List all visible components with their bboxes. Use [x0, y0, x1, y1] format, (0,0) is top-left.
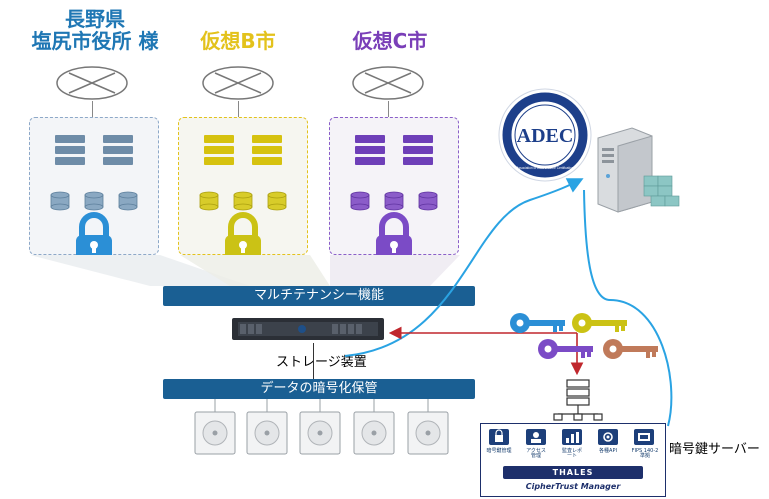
database-icon [350, 191, 438, 211]
lock-icon [225, 212, 261, 255]
router-link-line [238, 101, 239, 117]
router-link-line [92, 101, 93, 117]
key-server-label: 暗号鍵サーバー [669, 442, 760, 457]
adec-logo-ring-text: Association of Data Erasure Certificatio… [516, 166, 573, 170]
data-stack-icon [643, 175, 680, 207]
tenant-title-b: 仮想B市 [178, 30, 298, 52]
tenant-title-line1: 仮想C市 [352, 29, 428, 53]
adec-logo-text: ADEC [517, 125, 574, 147]
connector-curve [344, 178, 584, 357]
icon-caption-access-management: アクセス管理 [526, 448, 546, 459]
lock-icon [376, 212, 412, 255]
database-icon [50, 191, 138, 211]
tenant-title-line1: 仮想B市 [200, 29, 276, 53]
key-management-icon [489, 429, 509, 445]
tenant-box-shiojiri [29, 117, 159, 255]
adec-logo: ADEC Association of Data Erasure Certifi… [498, 88, 592, 182]
key-icon-blue [510, 313, 565, 333]
icon-caption-audit-report: 監査レポート [561, 448, 582, 459]
tower-server-icon [597, 127, 680, 213]
tenant-box-b [178, 117, 308, 255]
lock-icon [76, 212, 112, 255]
tenant-b-resources [199, 135, 287, 255]
storage-device-label: ストレージ装置 [276, 355, 367, 370]
tenant-c-resources [350, 135, 438, 255]
router-icon [56, 66, 128, 100]
ciphertrust-product-name: CipherTrust Manager [525, 482, 621, 491]
router-icon [202, 66, 274, 100]
key-icon-purple [538, 339, 593, 359]
server-icon [355, 135, 433, 165]
fips-compliance-icon [634, 429, 654, 445]
access-management-icon [526, 429, 546, 445]
api-icon [598, 429, 618, 445]
icon-caption-fips: FIPS 140-2準拠 [631, 448, 659, 459]
router-link-line [388, 101, 389, 117]
server-icon [55, 135, 133, 165]
tenant-title-shiojiri: 長野県 塩尻市役所 様 [10, 8, 180, 52]
ciphertrust-panel: 暗号鍵管理 アクセス管理 監査レポート 各種API FIPS 140-2準拠 T… [480, 423, 666, 497]
ciphertrust-icon-row: 暗号鍵管理 アクセス管理 監査レポート 各種API FIPS 140-2準拠 [481, 428, 665, 462]
icon-caption-api: 各種API [599, 448, 617, 454]
tenant-title-line2: 塩尻市役所 様 [31, 29, 159, 53]
tenant-title-line1: 長野県 [65, 7, 125, 31]
tenant-a-resources [50, 135, 138, 255]
key-icon-yellow [572, 313, 627, 333]
server-network-icon [553, 379, 603, 421]
thales-appliance: THALES [503, 466, 643, 479]
icon-caption-key-management: 暗号鍵管理 [486, 448, 512, 454]
storage-appliance-icon [232, 318, 384, 340]
server-icon [204, 135, 282, 165]
encrypted-storage-bar: データの暗号化保管 [163, 379, 475, 399]
tenant-box-c [329, 117, 459, 255]
storage-connector-line [313, 343, 314, 379]
thales-brand: THALES [552, 468, 594, 477]
key-icon-brown [603, 339, 658, 359]
database-icon [199, 191, 287, 211]
multitenancy-bar: マルチテナンシー機能 [163, 286, 475, 306]
connector-curve [583, 189, 673, 427]
tenant-title-c: 仮想C市 [330, 30, 450, 52]
router-icon [352, 66, 424, 100]
audit-report-icon [562, 429, 582, 445]
